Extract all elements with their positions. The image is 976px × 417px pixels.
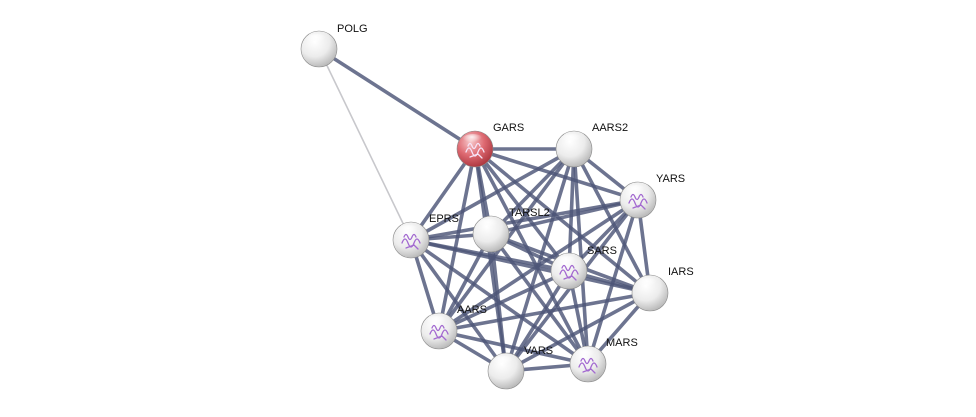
edge-aars2-eprs[interactable] — [409, 147, 576, 242]
edge-aars-mars[interactable] — [437, 329, 590, 366]
node-highlight — [398, 225, 420, 237]
node-label-iars: IARS — [668, 266, 694, 278]
node-label-eprs: EPRS — [429, 213, 459, 225]
edge-gars-mars[interactable] — [473, 147, 590, 366]
edge-iars-aars[interactable] — [437, 291, 652, 333]
node-iars[interactable]: IARS — [631, 266, 694, 312]
edge-polg-eprs[interactable] — [318, 48, 412, 241]
node-eprs[interactable]: EPRS — [392, 213, 459, 259]
node-label-sars: SARS — [587, 245, 617, 257]
node-tarsl2[interactable]: TARSL2 — [472, 207, 550, 253]
edge-sars-aars[interactable] — [437, 269, 571, 333]
node-label-tarsl2: TARSL2 — [509, 207, 550, 219]
edge-aars2-iars[interactable] — [572, 147, 652, 295]
node-vars[interactable]: VARS — [487, 345, 553, 390]
edge-eprs-vars[interactable] — [409, 238, 508, 373]
node-highlight — [625, 185, 647, 197]
edge-yars-eprs[interactable] — [409, 198, 640, 242]
edge-aars2-vars[interactable] — [504, 147, 576, 373]
node-label-mars: MARS — [606, 337, 638, 349]
edge-tarsl2-mars[interactable] — [489, 232, 590, 366]
node-aars2[interactable]: AARS2 — [555, 122, 628, 168]
edge-tarsl2-aars[interactable] — [437, 232, 493, 333]
node-label-aars: AARS — [457, 304, 487, 316]
edge-polg-gars[interactable] — [317, 47, 477, 151]
node-highlight — [306, 34, 328, 46]
node-highlight — [637, 278, 659, 290]
node-mars[interactable]: MARS — [569, 337, 638, 383]
edges-layer — [317, 47, 652, 373]
node-gars[interactable]: GARS — [456, 122, 524, 168]
node-sars[interactable]: SARS — [550, 245, 617, 290]
edge-sars-vars[interactable] — [504, 269, 571, 373]
edge-eprs-iars[interactable] — [409, 238, 652, 295]
node-highlight — [575, 349, 597, 361]
node-label-aars2: AARS2 — [592, 122, 628, 134]
node-label-vars: VARS — [524, 345, 553, 357]
node-highlight — [493, 356, 515, 368]
edge-gars-eprs[interactable] — [409, 147, 477, 242]
node-highlight — [478, 219, 500, 231]
edge-aars2-tarsl2[interactable] — [489, 147, 576, 236]
node-label-polg: POLG — [337, 23, 368, 35]
edge-iars-vars[interactable] — [504, 291, 652, 373]
edge-gars-sars[interactable] — [473, 147, 571, 273]
node-polg[interactable]: POLG — [300, 23, 368, 68]
node-highlight — [462, 134, 484, 146]
node-highlight — [561, 134, 583, 146]
edge-gars-aars[interactable] — [437, 147, 477, 333]
node-aars[interactable]: AARS — [420, 304, 487, 350]
node-highlight — [426, 316, 448, 328]
edge-gars-iars[interactable] — [473, 147, 652, 295]
node-yars[interactable]: YARS — [619, 173, 685, 219]
node-highlight — [556, 256, 578, 268]
node-label-yars: YARS — [656, 173, 685, 185]
node-label-gars: GARS — [493, 122, 524, 134]
